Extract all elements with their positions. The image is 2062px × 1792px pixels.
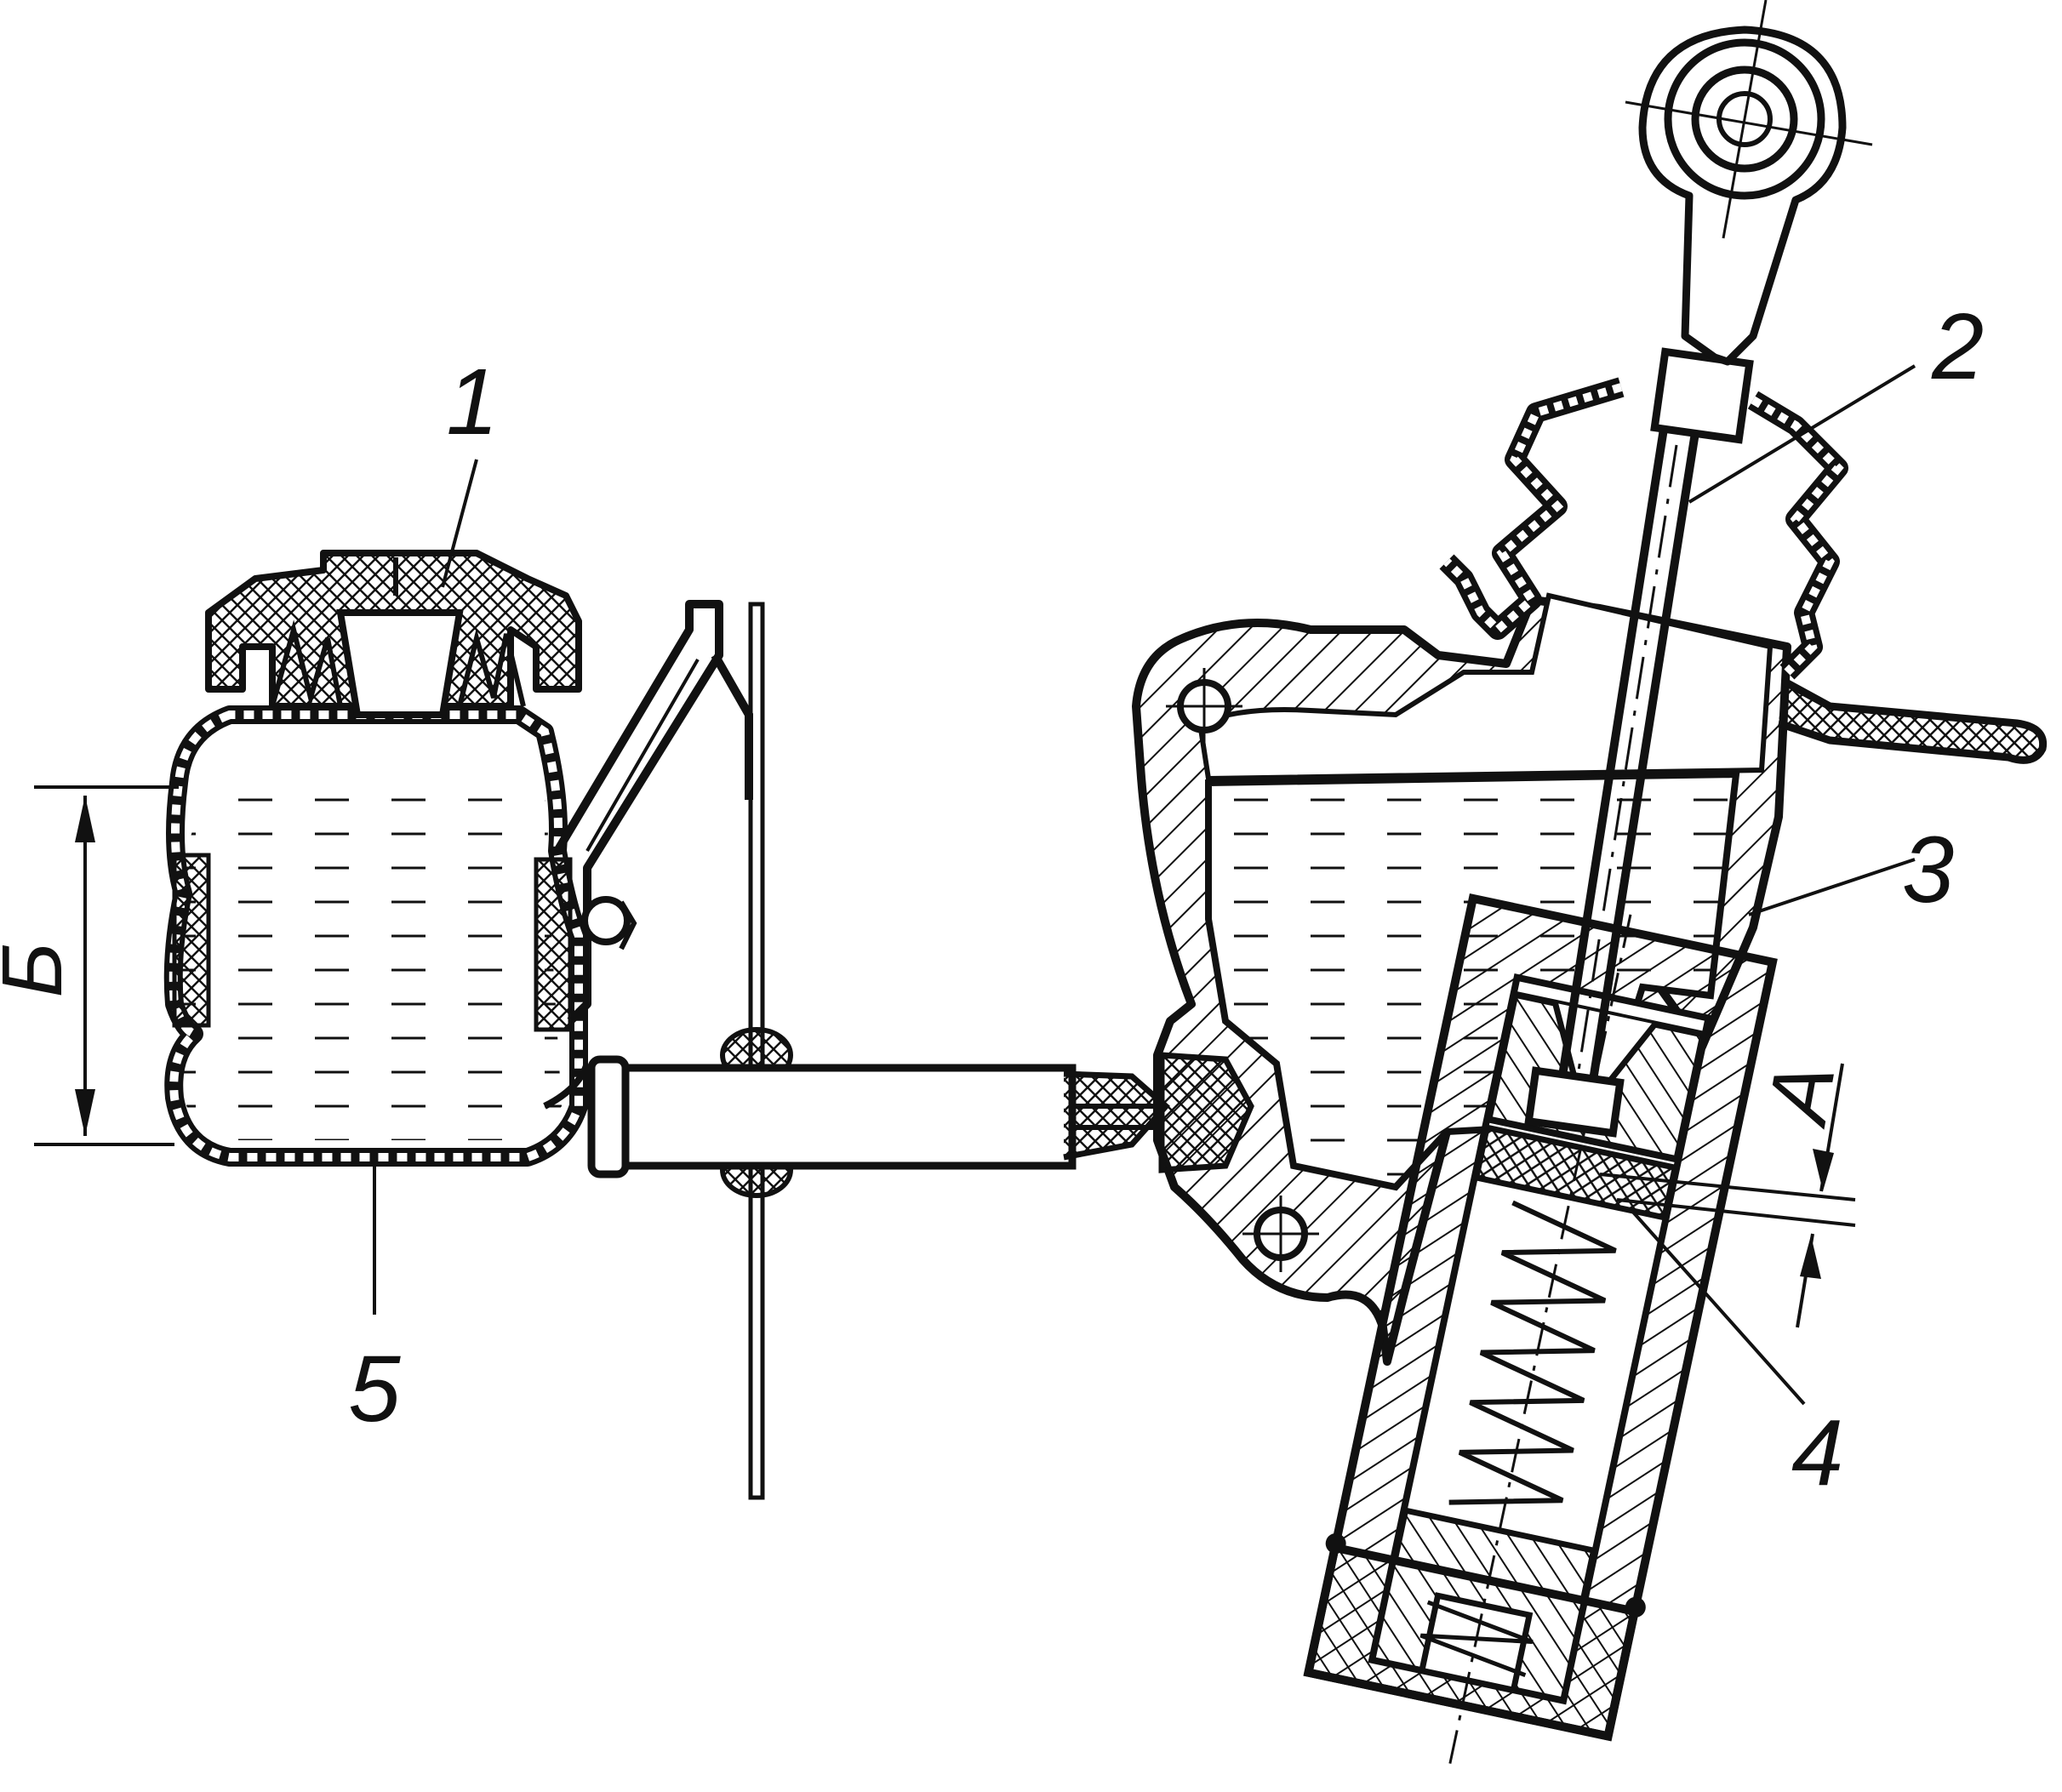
callout-1: 1 [441, 350, 499, 588]
dimension-label-b: Б [0, 942, 80, 997]
callout-4: 4 [1628, 1207, 1843, 1505]
reservoir-cap [205, 550, 582, 718]
callout-label-4: 4 [1791, 1401, 1843, 1505]
fluid-reservoir [163, 705, 591, 1167]
reservoir-band-right [534, 857, 573, 1032]
callout-2: 2 [1688, 294, 1984, 504]
push-rod [1524, 347, 1754, 1138]
supply-hose [587, 1055, 1170, 1178]
return-spring [1448, 1200, 1617, 1505]
dimension-label-a: А [1749, 1057, 1854, 1133]
mounting-bracket [553, 600, 753, 1024]
reservoir-band [172, 853, 211, 1028]
callout-3: 3 [1748, 818, 1954, 922]
callout-label-3: 3 [1902, 818, 1954, 922]
body-panel [720, 602, 793, 1500]
reservoir-fluid [176, 787, 562, 1140]
dimension-level-height: Б [0, 785, 179, 1146]
callout-5: 5 [348, 1157, 401, 1441]
callout-label-2: 2 [1931, 294, 1984, 399]
callout-label-5: 5 [348, 1337, 401, 1441]
clevis-eye [1625, 0, 1873, 366]
callout-label-1: 1 [446, 350, 498, 454]
